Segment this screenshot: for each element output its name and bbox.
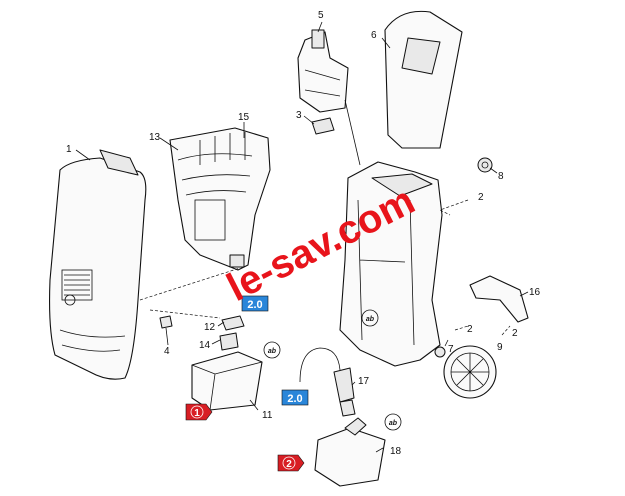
part-6-handle <box>384 10 463 149</box>
part-5-pump <box>297 29 349 113</box>
callout-9: 9 <box>497 342 503 353</box>
callout-2a: 2 <box>478 192 484 203</box>
section-marker-2-text: 2 <box>286 459 292 470</box>
callout-7: 7 <box>448 344 454 355</box>
part-13-frame <box>169 127 271 271</box>
version-badge-1-text: 2.0 <box>247 299 262 311</box>
svg-text:ab: ab <box>366 316 375 323</box>
part-12-14-small <box>159 315 245 351</box>
callout-15: 15 <box>238 112 250 123</box>
svg-text:ab: ab <box>268 348 277 355</box>
callout-11: 11 <box>262 410 273 421</box>
version-badge-2-text: 2.0 <box>287 393 302 405</box>
callout-2b: 2 <box>467 324 473 335</box>
leader-lines <box>75 21 529 453</box>
part-11-tank: ab <box>191 341 281 411</box>
part-7-axle <box>434 346 446 358</box>
section-marker-1: 1 <box>185 403 213 421</box>
callout-14: 14 <box>199 340 211 351</box>
main-housing: ab <box>339 161 443 367</box>
callout-labels: 1 2 2 2 3 4 5 6 7 8 9 11 12 13 14 15 16 … <box>66 10 541 457</box>
callout-18: 18 <box>390 446 402 457</box>
callout-4: 4 <box>164 346 170 357</box>
callout-6: 6 <box>371 30 377 41</box>
callout-5: 5 <box>318 10 324 21</box>
callout-16: 16 <box>529 287 541 298</box>
part-8-nut <box>477 157 493 173</box>
callout-2c: 2 <box>512 328 518 339</box>
part-18-tank: ab <box>314 413 402 487</box>
callout-3: 3 <box>296 110 302 121</box>
version-badge-1: 2.0 <box>241 295 269 312</box>
callout-13: 13 <box>149 132 161 143</box>
callout-8: 8 <box>498 171 504 182</box>
callout-12: 12 <box>204 322 216 333</box>
wheel <box>443 345 497 399</box>
part-17-hose <box>299 347 356 417</box>
section-marker-1-text: 1 <box>194 408 200 419</box>
callout-1: 1 <box>66 144 72 155</box>
svg-text:ab: ab <box>389 420 398 427</box>
part-1-front-cover <box>49 149 147 380</box>
part-16-hook <box>469 275 529 323</box>
part-3-clip <box>311 117 335 135</box>
section-marker-2: 2 <box>277 454 305 472</box>
version-badge-2: 2.0 <box>281 389 309 406</box>
callout-17: 17 <box>358 376 370 387</box>
